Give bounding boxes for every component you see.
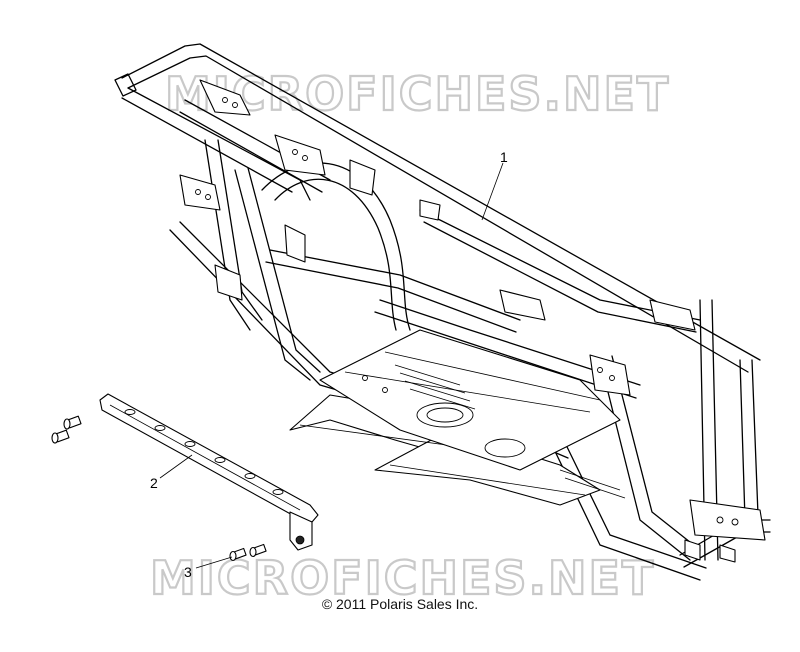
skid-bar-part <box>99 393 319 551</box>
callout-1-label: 1 <box>500 149 508 165</box>
callout-2: 2 <box>150 454 193 491</box>
callout-3: 3 <box>184 556 233 580</box>
bolts <box>51 415 267 562</box>
main-frame-assembly <box>114 43 771 581</box>
callout-2-label: 2 <box>150 475 158 491</box>
bolt-left-lower <box>51 429 70 444</box>
callout-3-label: 3 <box>184 564 192 580</box>
copyright-notice: © 2011 Polaris Sales Inc. <box>321 596 479 612</box>
bolt-left-upper <box>63 415 82 430</box>
bolt-part3-b <box>249 543 267 558</box>
callout-1: 1 <box>481 149 508 221</box>
bolt-part3-a <box>229 547 247 562</box>
